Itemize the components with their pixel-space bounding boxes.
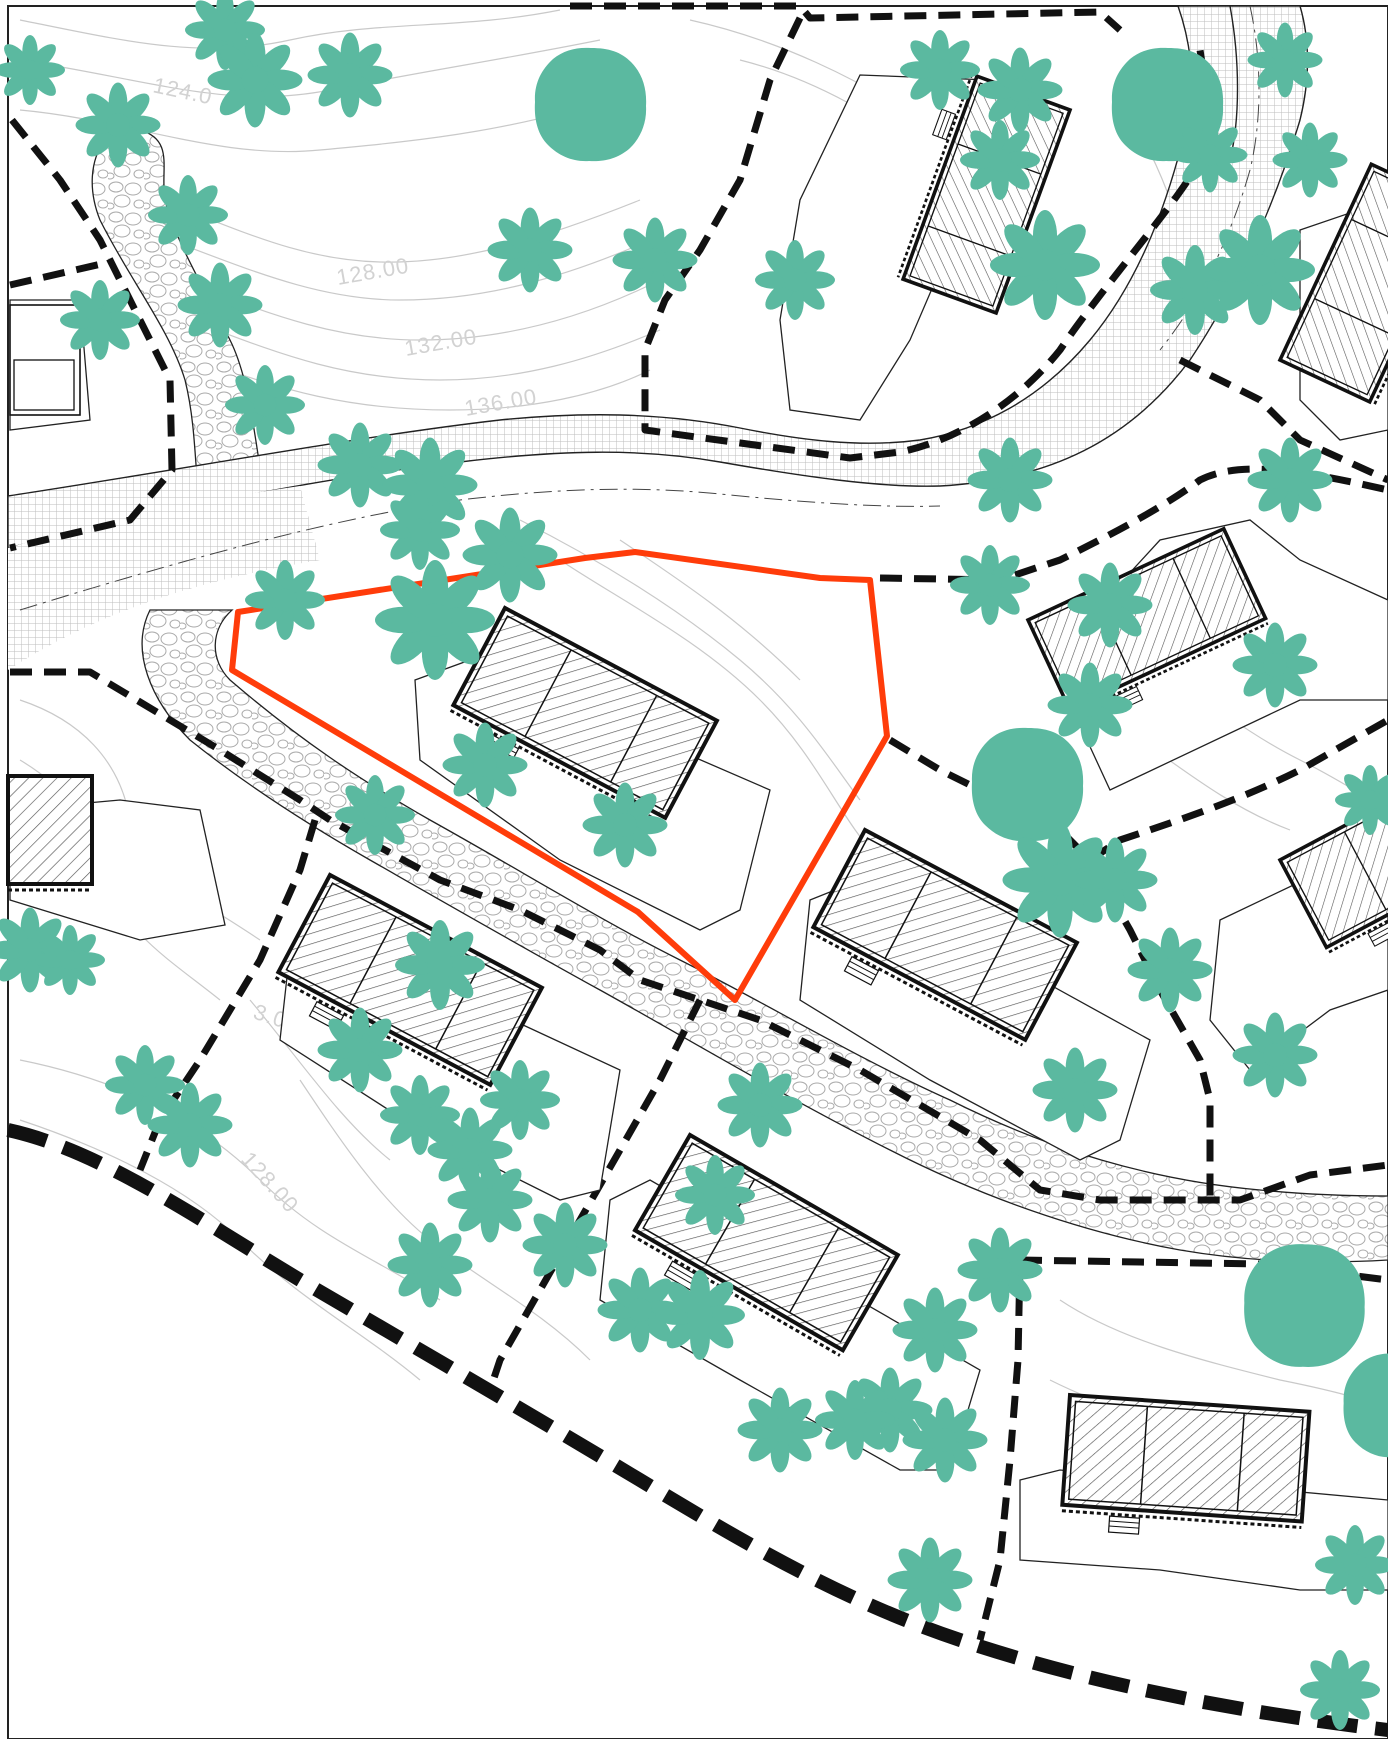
tree-icon [207, 32, 303, 128]
tree-icon [1172, 117, 1248, 193]
tree-icon [582, 782, 668, 868]
tree-icon [335, 775, 415, 855]
tree-icon [380, 490, 460, 570]
tree-icon [225, 365, 305, 445]
tree-icon [977, 47, 1063, 133]
tree-icon [317, 1007, 403, 1093]
tree-icon [1232, 622, 1318, 708]
tree-icon [1247, 437, 1333, 523]
tree-icon [1047, 662, 1133, 748]
tree-icon [148, 175, 228, 255]
round-tree [971, 727, 1084, 842]
tree-icon [887, 1537, 973, 1623]
tree-icon [480, 1060, 560, 1140]
tree-icon [1032, 1047, 1118, 1133]
tree-icon [675, 1155, 755, 1235]
tree-icon [447, 1157, 533, 1243]
tree-icon [522, 1202, 608, 1288]
selected-plot-outline[interactable] [229, 549, 890, 1003]
tree-icon [1072, 837, 1158, 923]
cobble-path-upper [91, 127, 266, 521]
tree-icon [902, 1397, 988, 1483]
tree-icon [75, 82, 161, 168]
tree-icon [957, 1227, 1043, 1313]
tree-icon [755, 240, 835, 320]
main-road-west [8, 486, 320, 670]
tree-icon [245, 560, 325, 640]
tree-icon [892, 1287, 978, 1373]
tree-icon [387, 1222, 473, 1308]
tree-icon [317, 422, 403, 508]
round-tree [534, 47, 647, 162]
cobble-path-lower [141, 609, 1388, 1263]
tree-icon [950, 545, 1030, 625]
tree-icon [442, 722, 528, 808]
tree-icon [990, 210, 1100, 320]
tree-icon [1272, 122, 1348, 198]
tree-icon [967, 437, 1053, 523]
tree-icon [1232, 1012, 1318, 1098]
tree-icon [612, 217, 698, 303]
tree-icon [1127, 927, 1213, 1013]
main-road [7, 5, 1309, 549]
tree-icon [815, 1380, 895, 1460]
tree-icon [147, 1082, 233, 1168]
tree-icon [737, 1387, 823, 1473]
tree-icon [1067, 562, 1153, 648]
round-tree [1244, 1244, 1365, 1367]
tree-icon [1205, 215, 1315, 325]
house-far-west [6, 774, 94, 892]
tree-icon [177, 262, 263, 348]
tree-icon [717, 1062, 803, 1148]
tree-icon [375, 560, 495, 680]
tree-icon [900, 30, 980, 110]
tree-icon [1300, 1650, 1380, 1730]
tree-icon [307, 32, 393, 118]
tree-icon [655, 1270, 745, 1360]
tree-icon [960, 120, 1040, 200]
road-centerline [19, 488, 941, 611]
tree-icon [395, 920, 485, 1010]
tree-icon [60, 280, 140, 360]
tree-icon [1247, 22, 1323, 98]
tree-icon [487, 207, 573, 293]
tree-icon [35, 925, 105, 995]
